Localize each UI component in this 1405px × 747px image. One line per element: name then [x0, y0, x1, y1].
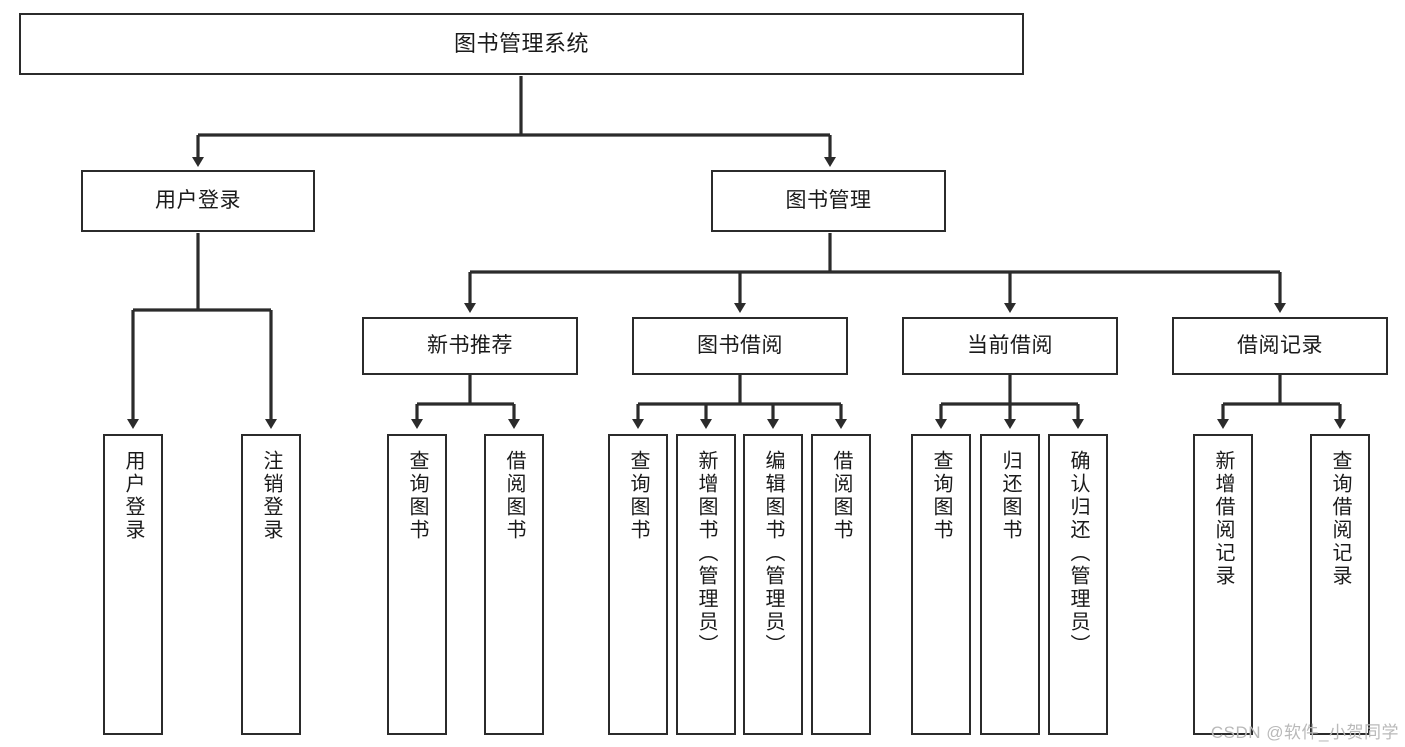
leaf-borrow-book-1-label: 借阅图书: [503, 450, 525, 542]
leaf-query-book-1[interactable]: 查询图书: [387, 434, 447, 735]
leaf-borrow-book-2-label: 借阅图书: [830, 450, 852, 542]
leaf-query-book-2-label: 查询图书: [627, 450, 649, 542]
node-new-book-recommend-label: 新书推荐: [427, 333, 513, 357]
leaf-add-record[interactable]: 新增借阅记录: [1193, 434, 1253, 735]
leaf-return-book-label: 归还图书: [999, 450, 1021, 542]
node-user-login[interactable]: 用户登录: [81, 170, 315, 232]
node-book-management-label: 图书管理: [785, 188, 872, 212]
leaf-user-login-label: 用户登录: [122, 450, 144, 542]
leaf-return-book[interactable]: 归还图书: [980, 434, 1040, 735]
leaf-query-book-3[interactable]: 查询图书: [911, 434, 971, 735]
leaf-edit-book[interactable]: 编辑图书（管理员）: [743, 434, 803, 735]
node-book-management[interactable]: 图书管理: [711, 170, 946, 232]
leaf-edit-book-label: 编辑图书（管理员）: [762, 450, 784, 657]
leaf-query-book-2[interactable]: 查询图书: [608, 434, 668, 735]
node-current-borrow[interactable]: 当前借阅: [902, 317, 1118, 375]
leaf-borrow-book-1[interactable]: 借阅图书: [484, 434, 544, 735]
leaf-logout-label: 注销登录: [260, 450, 282, 542]
node-root[interactable]: 图书管理系统: [19, 13, 1024, 75]
leaf-query-record-label: 查询借阅记录: [1329, 450, 1351, 588]
leaf-logout[interactable]: 注销登录: [241, 434, 301, 735]
leaf-confirm-return[interactable]: 确认归还（管理员）: [1048, 434, 1108, 735]
leaf-add-book-label: 新增图书（管理员）: [695, 450, 717, 657]
node-new-book-recommend[interactable]: 新书推荐: [362, 317, 578, 375]
node-book-borrow-label: 图书借阅: [697, 333, 783, 357]
leaf-query-book-3-label: 查询图书: [930, 450, 952, 542]
node-user-login-label: 用户登录: [155, 188, 241, 212]
leaf-query-book-1-label: 查询图书: [406, 450, 428, 542]
leaf-query-record[interactable]: 查询借阅记录: [1310, 434, 1370, 735]
leaf-user-login[interactable]: 用户登录: [103, 434, 163, 735]
node-borrow-record-label: 借阅记录: [1237, 333, 1323, 357]
node-root-label: 图书管理系统: [453, 31, 589, 57]
node-borrow-record[interactable]: 借阅记录: [1172, 317, 1388, 375]
node-current-borrow-label: 当前借阅: [967, 333, 1053, 357]
leaf-add-book[interactable]: 新增图书（管理员）: [676, 434, 736, 735]
leaf-borrow-book-2[interactable]: 借阅图书: [811, 434, 871, 735]
leaf-confirm-return-label: 确认归还（管理员）: [1067, 450, 1089, 657]
node-book-borrow[interactable]: 图书借阅: [632, 317, 848, 375]
leaf-add-record-label: 新增借阅记录: [1212, 450, 1234, 588]
